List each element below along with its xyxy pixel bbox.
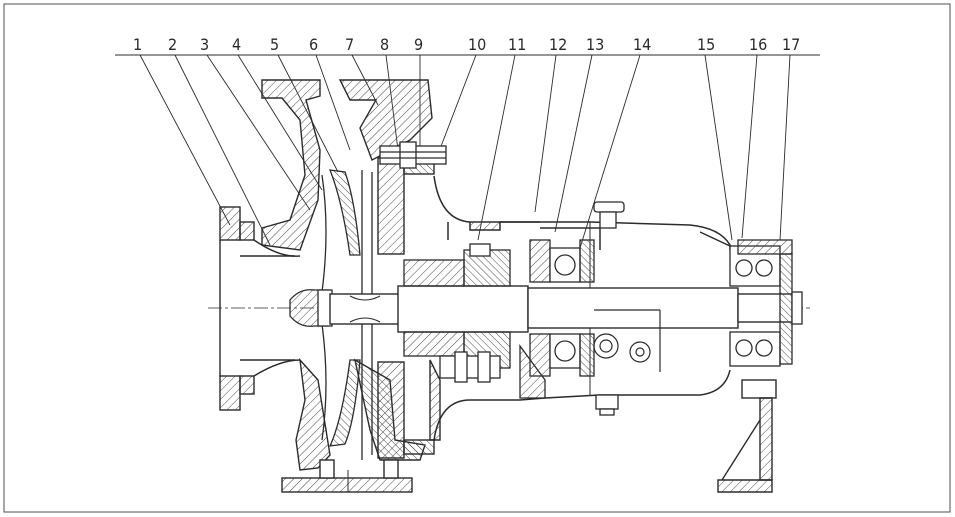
part-label-16: 16 [749, 35, 767, 54]
part-label-15: 15 [697, 35, 715, 54]
casing-base-foot [281, 459, 413, 493]
suction-flange [219, 206, 301, 411]
oil-level-gauge [593, 309, 661, 372]
part-label-17: 17 [782, 35, 800, 54]
part-label-12: 12 [549, 35, 567, 54]
part-label-8: 8 [380, 35, 389, 54]
drawing-border [3, 3, 951, 513]
part-label-13: 13 [586, 35, 604, 54]
part-label-10: 10 [468, 35, 486, 54]
rear-support-foot [717, 379, 777, 493]
part-label-1: 1 [133, 35, 142, 54]
drain-plug [595, 394, 619, 416]
pump-shaft [329, 285, 799, 333]
part-label-3: 3 [200, 35, 209, 54]
part-label-7: 7 [345, 35, 354, 54]
part-label-6: 6 [309, 35, 318, 54]
part-label-4: 4 [232, 35, 241, 54]
front-bearing [519, 239, 595, 399]
rear-bearing [729, 239, 803, 367]
shaft-seal-assembly [403, 243, 511, 383]
part-label-14: 14 [633, 35, 651, 54]
part-label-11: 11 [508, 35, 526, 54]
part-label-2: 2 [168, 35, 177, 54]
oil-vent-cap [593, 201, 625, 229]
impeller-nut [289, 289, 333, 327]
part-label-5: 5 [270, 35, 279, 54]
casing-bolt [379, 141, 447, 169]
part-label-9: 9 [414, 35, 423, 54]
